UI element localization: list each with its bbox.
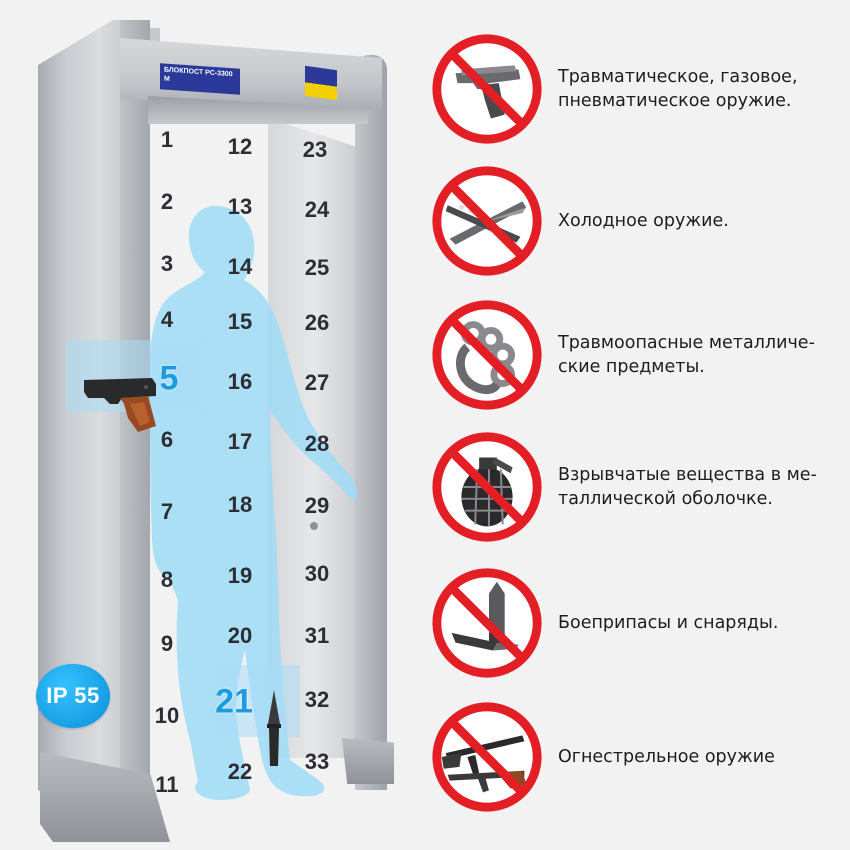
prohibited-item-label: Травмоопасные металличе- ские предметы. (558, 333, 815, 377)
zone-number-15: 15 (227, 309, 253, 334)
prohibited-item: Взрывчатые вещества в ме- таллической об… (428, 428, 848, 546)
zone-number-9: 9 (160, 631, 174, 656)
zone-number-16: 16 (227, 369, 253, 394)
panel-screw (310, 522, 318, 530)
zone-number-19: 19 (227, 563, 253, 588)
zone-number-22: 22 (227, 759, 253, 784)
detected-pistol-icon (84, 378, 156, 432)
prohibited-item: Травмоопасные металличе- ские предметы. (428, 296, 848, 414)
ammunition-icon (432, 568, 542, 678)
zone-number-30: 30 (304, 561, 330, 586)
prohibited-item: Холодное оружие. (428, 162, 848, 280)
zone-number-3: 3 (160, 251, 174, 276)
zone-number-25: 25 (304, 255, 330, 280)
prohibited-item: Огнестрельное оружие (428, 698, 848, 816)
butterfly-knife-icon (432, 166, 542, 276)
brass-knuckles-icon (432, 300, 542, 410)
zone-number-33: 33 (304, 749, 330, 774)
zone-number-27: 27 (304, 370, 330, 395)
zone-number-21: 21 (215, 682, 253, 721)
rifle-icon (432, 702, 542, 812)
zone-number-32: 32 (304, 687, 330, 712)
zone-number-6: 6 (160, 427, 174, 452)
zone-number-18: 18 (227, 492, 253, 517)
zone-number-26: 26 (304, 310, 330, 335)
pistol-icon (432, 34, 542, 144)
right-foot (342, 738, 394, 784)
prohibited-item-label: Травматическое, газовое, пневматическое … (558, 67, 798, 111)
prohibited-item-label: Взрывчатые вещества в ме- таллической об… (558, 465, 817, 509)
zone-number-1: 1 (160, 127, 174, 152)
zone-number-12: 12 (227, 134, 253, 159)
ip-rating-badge: IP 55 (36, 664, 110, 728)
zone-number-5: 5 (159, 359, 179, 398)
zone-21-highlight (212, 665, 300, 737)
prohibited-item: Травматическое, газовое, пневматическое … (428, 30, 848, 148)
right-pillar (355, 55, 387, 790)
zone-number-7: 7 (160, 499, 174, 524)
zone-number-17: 17 (227, 429, 253, 454)
prohibited-item-label: Боеприпасы и снаряды. (558, 613, 779, 633)
prohibited-item-label: Огнестрельное оружие (558, 747, 775, 767)
zone-number-10: 10 (154, 703, 180, 728)
grenade-icon (432, 432, 542, 542)
zone-number-24: 24 (304, 197, 330, 222)
zone-number-20: 20 (227, 623, 253, 648)
zone-number-13: 13 (227, 194, 253, 219)
zone-number-4: 4 (160, 307, 174, 332)
prohibited-item-label: Холодное оружие. (558, 211, 729, 231)
zone-number-28: 28 (304, 431, 330, 456)
zone-number-2: 2 (160, 189, 174, 214)
zone-number-11: 11 (155, 772, 179, 797)
prohibited-item: Боеприпасы и снаряды. (428, 564, 848, 682)
zone-number-23: 23 (302, 137, 328, 162)
zone-number-14: 14 (227, 254, 253, 279)
detected-knife-icon (267, 690, 281, 766)
zone-number-29: 29 (304, 493, 330, 518)
left-pillar-inner-face (120, 20, 150, 840)
zone-number-8: 8 (160, 567, 174, 592)
zone-number-31: 31 (304, 623, 330, 648)
